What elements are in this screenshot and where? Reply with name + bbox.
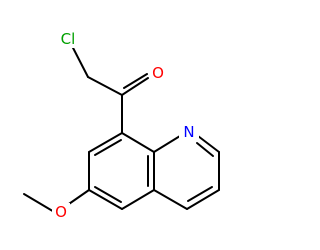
bond-c5-c6-inner [94,186,122,203]
atom-labels: Cl O N O [52,30,199,221]
bond-ch2-carbonyl [87,76,123,96]
bond-c5-c6 [88,189,123,210]
bond-n1-c2 [197,135,220,153]
bond-c4-c4a [153,189,188,210]
carbonyl-oxygen-label: O [152,64,164,82]
chlorine-atom: Cl [55,30,81,48]
bond-c3-c4 [186,189,220,210]
bond-c8-c8a [121,132,155,153]
ring-nitrogen-atom: N [179,123,199,142]
bond-carbonyl-double-inner [123,73,148,89]
bond-c8a-n1 [153,135,181,153]
ether-oxygen-label: O [55,203,67,221]
bond-carbonyl-double-outer [121,77,149,96]
carbonyl-oxygen-atom: O [149,64,167,82]
bond-o-ch3 [23,193,57,214]
bond-c4a-c5 [121,189,155,210]
ether-oxygen-atom: O [52,203,70,221]
bond-c7-c8 [88,132,123,153]
chlorine-label: Cl [61,30,76,48]
bond-c3-c4-inner [187,186,213,202]
bond-n1-c2-inner [196,142,214,157]
ring-nitrogen-label: N [183,123,194,141]
chemical-structure: Cl O N O [23,30,220,221]
bond-c7-c8-inner [94,139,122,156]
